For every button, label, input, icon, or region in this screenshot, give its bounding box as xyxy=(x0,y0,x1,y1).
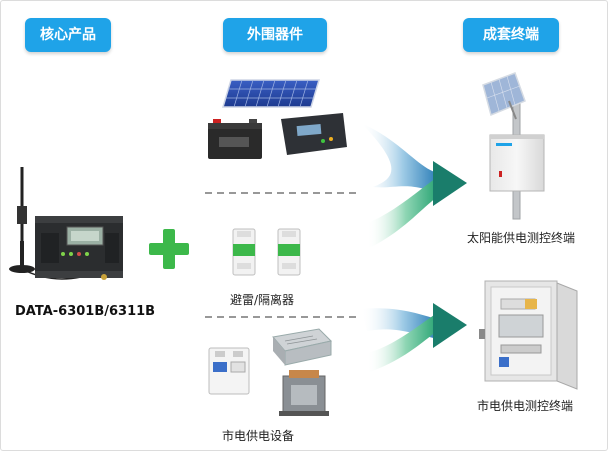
terminal-solar-panel xyxy=(482,72,526,117)
transformer-image xyxy=(279,370,329,416)
antenna-joint xyxy=(17,206,27,224)
solar-terminal-image xyxy=(482,72,545,220)
lightning-isolator-image xyxy=(232,228,301,276)
solar-terminal-label: 太阳能供电测控终端 xyxy=(467,231,576,245)
arrow-head-mains xyxy=(433,303,467,348)
battery-image xyxy=(208,119,262,159)
power-supply-image xyxy=(272,328,333,366)
mains-equipment-label: 市电供电设备 xyxy=(222,429,295,443)
lightning-isolator-label: 避雷/隔离器 xyxy=(230,293,295,307)
header-terminal: 成套终端 xyxy=(463,18,559,52)
mains-terminal-image xyxy=(479,280,578,390)
circuit-breaker-image xyxy=(208,347,250,395)
plus-icon xyxy=(149,229,189,269)
header-peripherals: 外围器件 xyxy=(223,18,327,52)
cabinet-door xyxy=(556,282,578,390)
controller-device xyxy=(9,167,123,280)
product-model-label: DATA-6301B/6311B xyxy=(15,304,156,319)
flow-arrow-solar xyxy=(361,123,467,249)
solar-panel-image xyxy=(221,79,321,108)
mains-terminal-label: 市电供电测控终端 xyxy=(477,399,574,413)
flow-arrow-mains xyxy=(361,303,467,373)
header-core-product: 核心产品 xyxy=(25,18,111,52)
charge-controller-image xyxy=(281,113,347,155)
arrow-head-solar xyxy=(433,161,467,206)
